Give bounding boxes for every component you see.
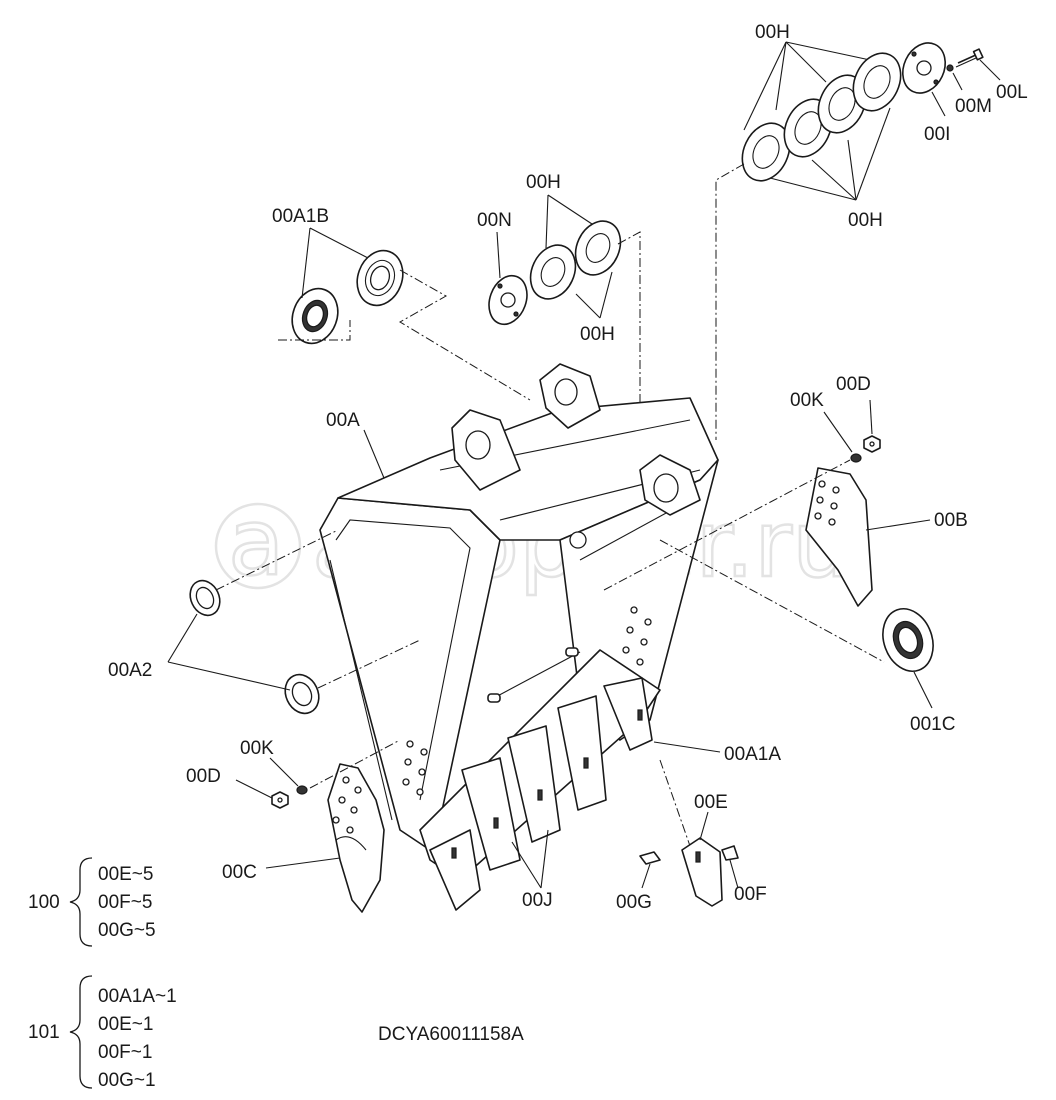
tooth-2 — [461, 757, 521, 871]
callout-00h-top: 00H — [755, 22, 790, 43]
pin-hole-right — [554, 378, 578, 406]
kit-101-item: 00F~1 — [98, 1042, 152, 1063]
tooth-5 — [603, 677, 653, 751]
callout-00g: 00G — [616, 892, 652, 913]
tooth-1 — [429, 829, 481, 911]
side-bolt-holes-right — [622, 606, 652, 666]
pin-00g — [639, 851, 661, 865]
bushing-00a1b-right — [356, 249, 404, 307]
pin-hole-front — [653, 473, 679, 503]
shim-stack-top — [715, 41, 1001, 440]
bolt-00l — [955, 48, 984, 68]
tooth-3 — [507, 725, 561, 843]
kit-101-item: 00E~1 — [98, 1014, 153, 1035]
teeth-00j — [429, 677, 653, 911]
bushing-00a1b — [278, 227, 531, 401]
callout-00j: 00J — [522, 890, 553, 911]
callout-00l: 00L — [996, 82, 1028, 103]
washer-00k-left — [296, 785, 308, 795]
callout-00n: 00N — [477, 210, 512, 231]
callout-00d-right: 00D — [836, 374, 871, 395]
tooth-4 — [557, 695, 607, 811]
callout-labels: 00H 00H 00L 00M 00I 00A1B 00N 00H 00H 00… — [108, 22, 1028, 913]
kit-101-number: 101 — [28, 1022, 60, 1043]
callout-00h-mid-bottom: 00H — [580, 324, 615, 345]
bucket-00a — [319, 363, 719, 881]
shim-stack-mid — [529, 194, 641, 440]
shim-mid-2 — [574, 220, 622, 276]
kit-100-item: 00E~5 — [98, 864, 153, 885]
side-cutter-00b — [603, 399, 931, 607]
callout-00a2: 00A2 — [108, 660, 152, 681]
shim-1 — [741, 122, 791, 182]
retainer-00f — [721, 845, 739, 861]
callout-00k-right: 00K — [790, 390, 824, 411]
bushing-00a2 — [167, 529, 421, 715]
kit-100-item: 00G~5 — [98, 920, 156, 941]
pin-hole-mid — [569, 531, 587, 549]
callout-00i: 00I — [924, 124, 950, 145]
bushing-00a2-bottom — [284, 673, 320, 715]
drawing-code: DCYA60011158A — [378, 1024, 524, 1045]
pin-top — [565, 647, 579, 657]
plate-00i — [902, 42, 946, 94]
plate-00n — [488, 231, 528, 326]
callout-00a1b: 00A1B — [272, 206, 329, 227]
watermark-logo-icon: a — [228, 489, 284, 596]
callout-00h-mid-top: 00H — [526, 172, 561, 193]
tooth-set-00e — [639, 811, 739, 907]
washer-00k-right — [850, 453, 862, 463]
callout-00b: 00B — [934, 510, 968, 531]
kit-100-number: 100 — [28, 892, 60, 913]
kit-100-item: 00F~5 — [98, 892, 152, 913]
callout-00c: 00C — [222, 862, 257, 883]
callout-00f: 00F — [734, 884, 767, 905]
bushing-00a2-top — [189, 579, 221, 617]
kit-101-item: 00A1A~1 — [98, 986, 177, 1007]
callout-00m: 00M — [955, 96, 992, 117]
callout-00e: 00E — [694, 792, 728, 813]
pin-bottom — [487, 693, 501, 703]
callout-001c: 001C — [910, 714, 955, 735]
kit-101: 101 00A1A~1 00E~1 00F~1 00G~1 — [28, 975, 177, 1091]
callout-00d-left: 00D — [186, 766, 221, 787]
callout-00h-bottom-right: 00H — [848, 210, 883, 231]
callout-00a: 00A — [326, 410, 360, 431]
kit-101-item: 00G~1 — [98, 1070, 156, 1091]
shim-mid-1 — [529, 244, 577, 300]
side-cutter-00c-holes — [332, 776, 362, 834]
side-cutter-00b-holes — [814, 480, 840, 526]
bushing-001c — [659, 539, 934, 709]
adapter-00a1a — [653, 741, 721, 847]
pin-hole-left — [465, 430, 491, 460]
side-cutter-00c — [235, 739, 401, 913]
kit-100: 100 00E~5 00F~5 00G~5 — [28, 857, 156, 947]
callout-00k-left: 00K — [240, 738, 274, 759]
washer-00m — [946, 64, 954, 72]
bushing-00a1b-left — [291, 287, 339, 345]
side-bolt-holes-left — [402, 740, 428, 796]
shim-4 — [852, 52, 902, 112]
callout-00a1a: 00A1A — [724, 744, 781, 765]
